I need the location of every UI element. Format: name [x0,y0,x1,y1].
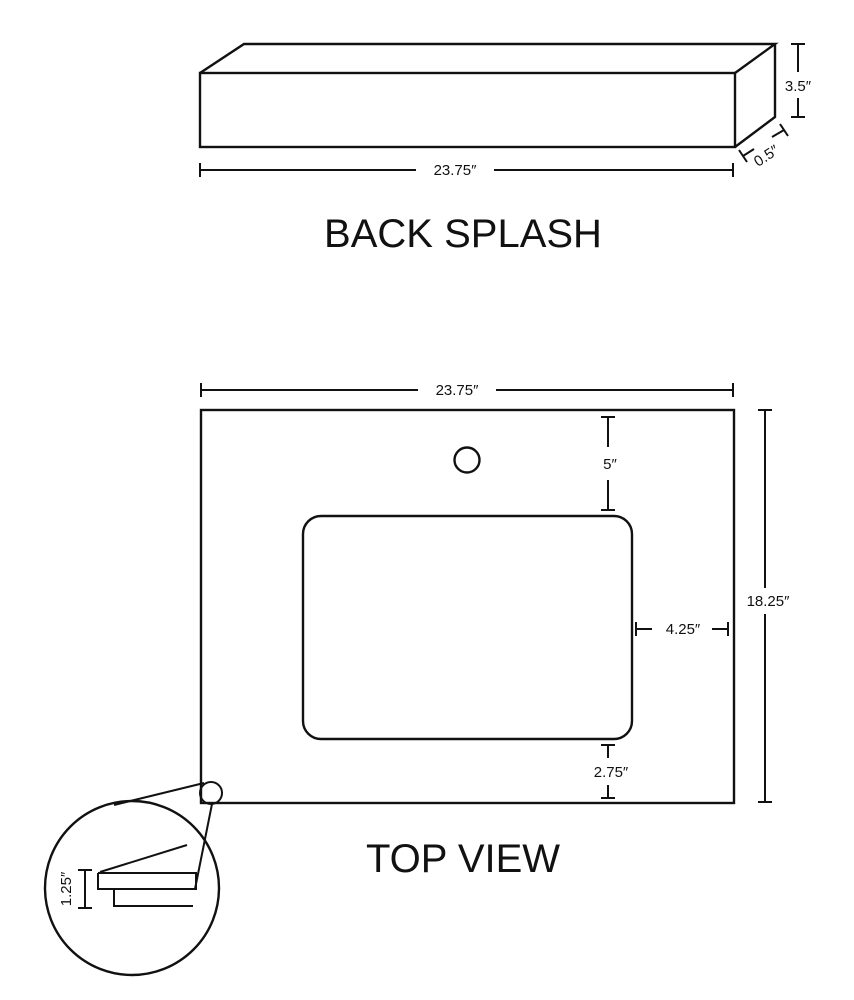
top-view-depth-label: 18.25″ [747,593,791,610]
back-splash-title: BACK SPLASH [324,212,602,256]
back-splash-height-dimension: 3.5″ [785,43,812,118]
side-to-sink-label: 4.25″ [666,621,701,638]
back-splash-box [198,42,779,149]
faucet-hole [453,446,481,474]
back-splash-length-dimension: 23.75″ [199,162,734,179]
edge-thickness-dimension: 1.25″ [58,869,92,909]
edge-thickness-label: 1.25″ [58,871,75,906]
edge-detail-callout [43,781,223,977]
top-view-width-dimension: 23.75″ [200,382,734,399]
top-view-title: TOP VIEW [366,837,560,881]
back-to-sink-label: 5″ [603,456,617,473]
top-view-depth-dimension: 18.25″ [747,409,791,803]
back-splash-length-label: 23.75″ [434,162,478,179]
front-to-sink-label: 2.75″ [594,764,629,781]
back-to-sink-dimension: 5″ [601,416,618,511]
top-view-width-label: 23.75″ [436,382,480,399]
side-to-sink-dimension: 4.25″ [635,621,729,638]
back-splash-depth-label: 0.5″ [751,142,783,171]
back-splash-depth-dimension: 0.5″ [738,123,789,171]
sink-outline [301,514,634,741]
countertop-outline [199,408,736,805]
front-to-sink-dimension: 2.75″ [594,744,629,799]
back-splash-height-label: 3.5″ [785,78,812,95]
